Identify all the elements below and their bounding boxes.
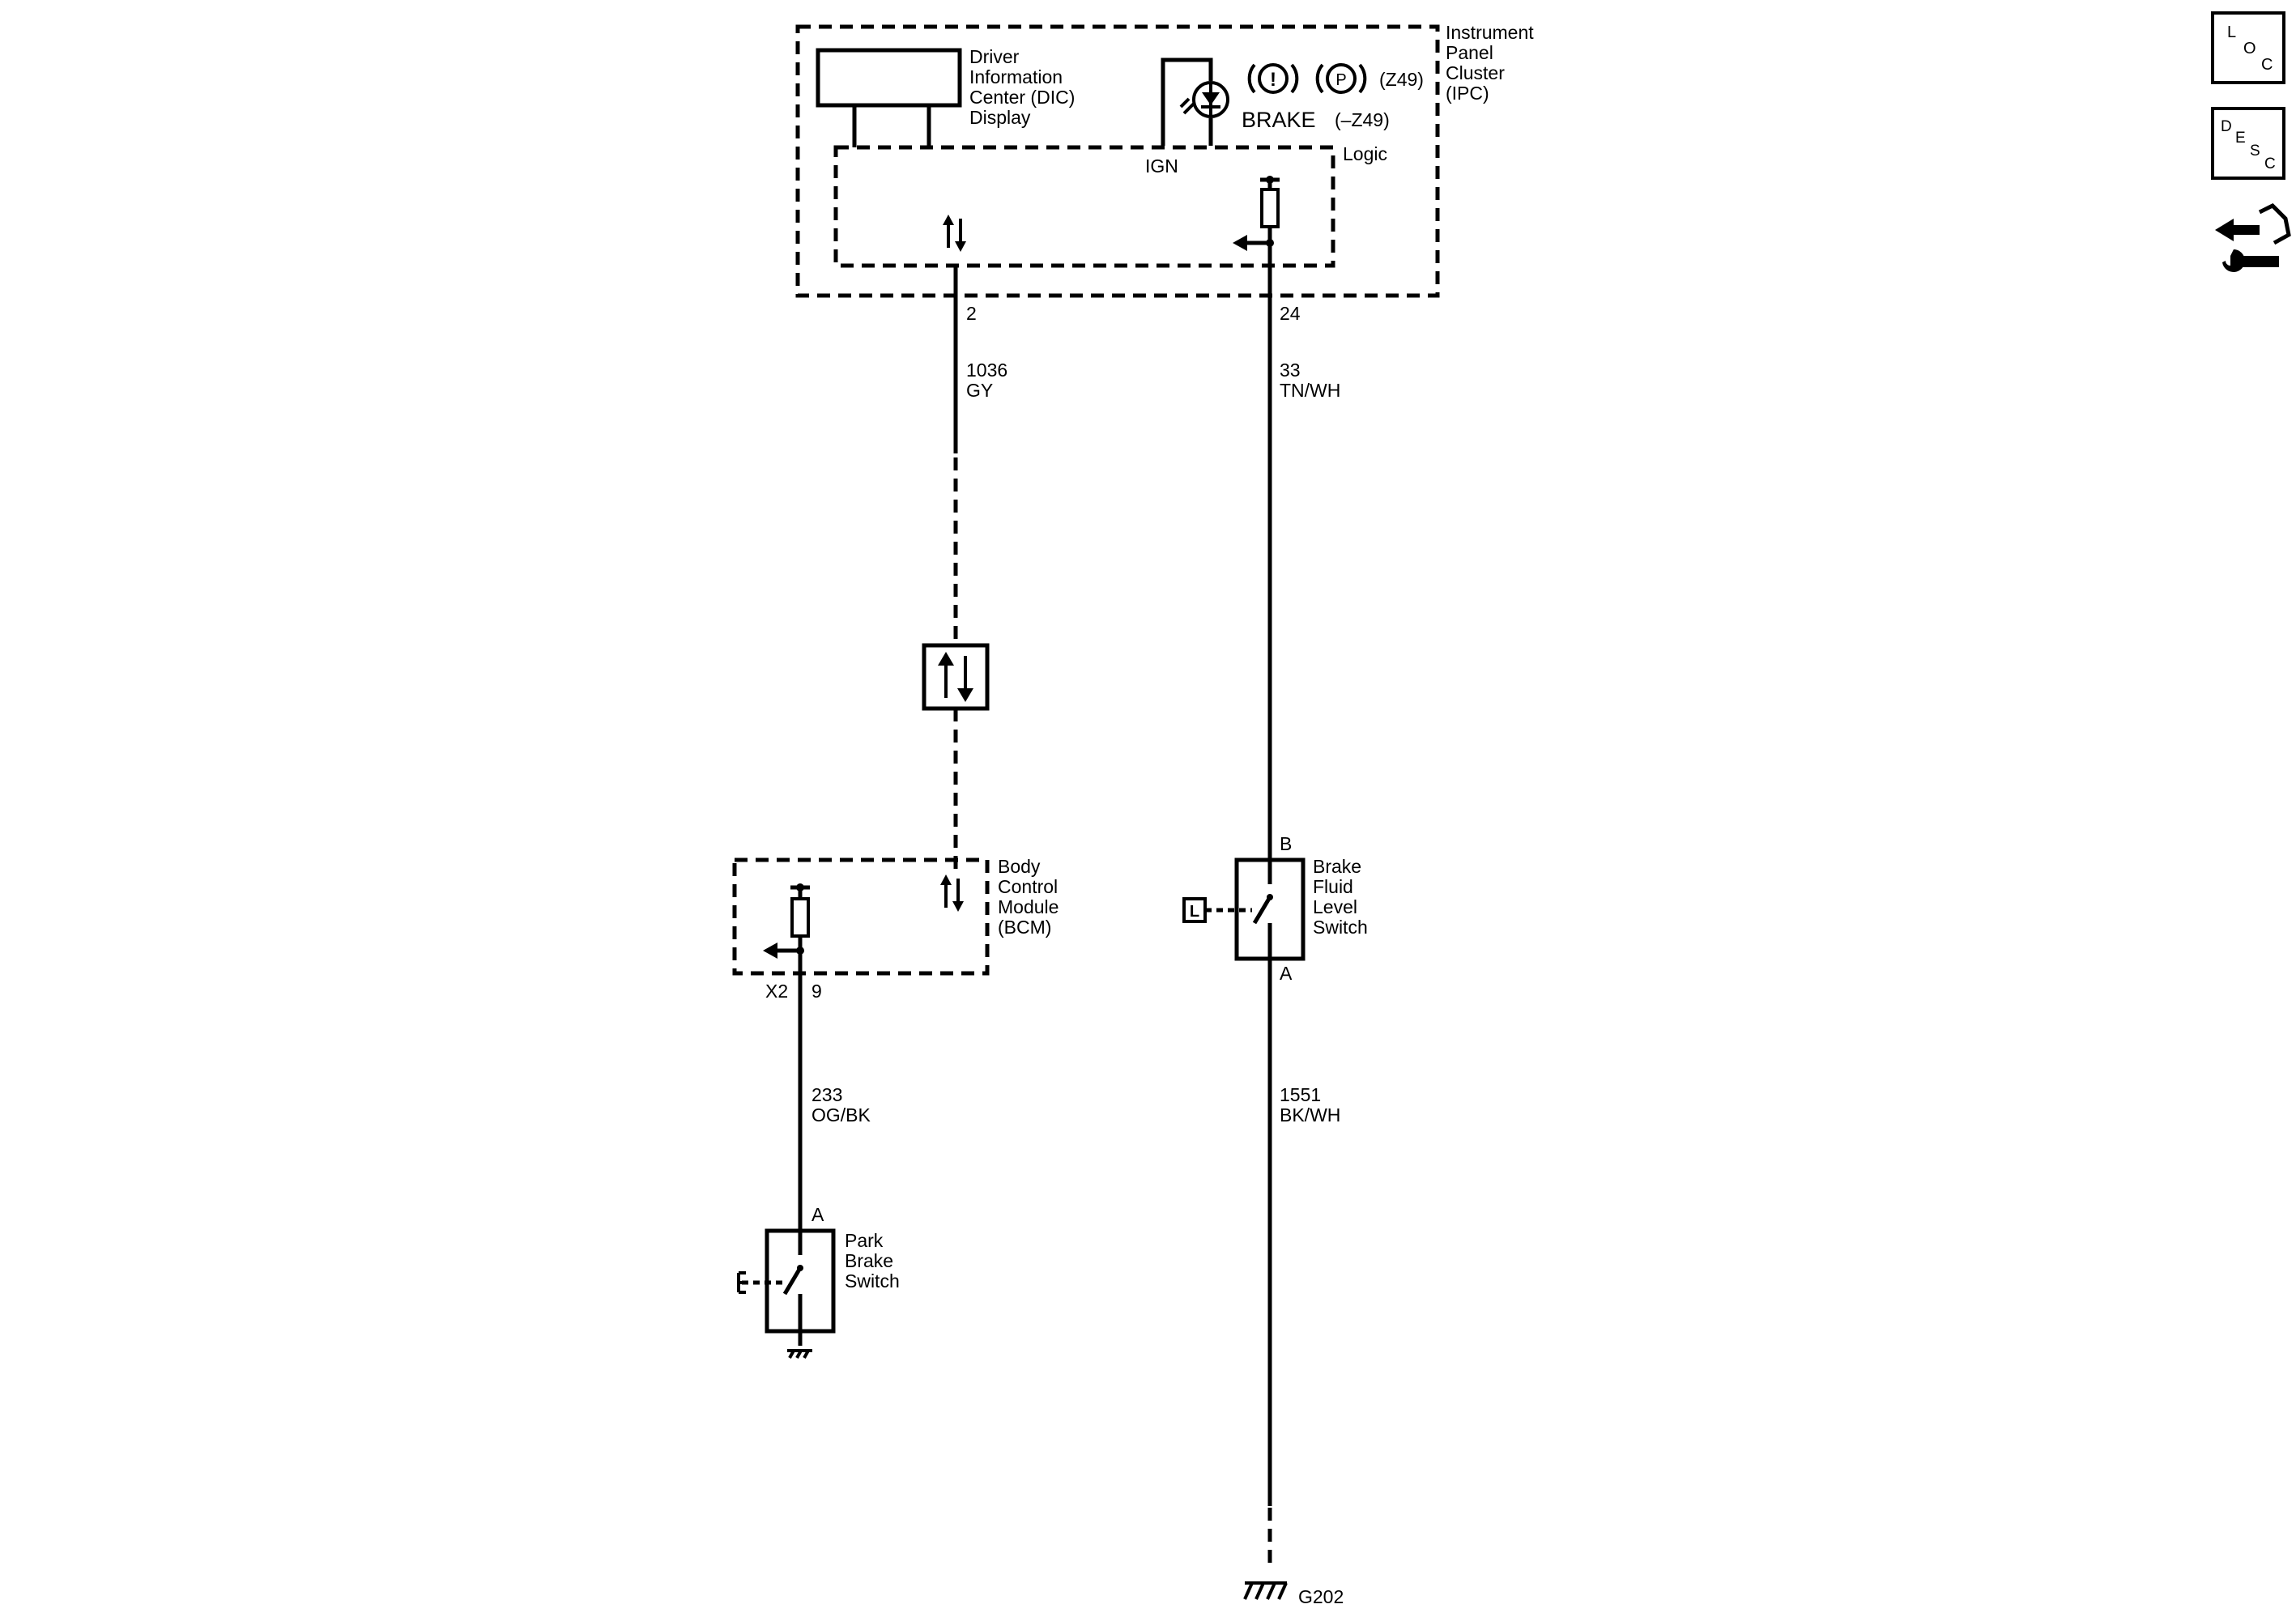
ipc-logic[interactable]: Logic IGN xyxy=(833,143,1387,296)
dic-label-line-3: Center (DIC) xyxy=(969,87,1075,108)
brake-label: BRAKE xyxy=(1242,108,1316,132)
park-switch-pin-a: A xyxy=(811,1204,824,1225)
bcm-connector: X2 xyxy=(765,981,788,1002)
brake-indicator-lamp[interactable]: ! P (Z49) BRAKE (–Z49) xyxy=(1161,57,1424,146)
fluid-switch-label-line-3: Level xyxy=(1313,896,1357,917)
loc-letter-1: L xyxy=(2227,23,2236,41)
ground-label: G202 xyxy=(1298,1586,1344,1607)
dic-label-line-4: Display xyxy=(969,107,1031,128)
z49-label: (Z49) xyxy=(1379,69,1424,90)
ogbk-color: OG/BK xyxy=(811,1104,871,1126)
ipc-module[interactable]: Instrument Panel Cluster (IPC) xyxy=(795,22,1534,298)
park-switch-label-line-1: Park xyxy=(845,1230,884,1251)
park-brake-icon: P xyxy=(1315,63,1367,94)
brake-warning-symbol: ! xyxy=(1270,69,1276,91)
loc-button[interactable]: L O C xyxy=(2211,11,2285,84)
loc-icon: L O C xyxy=(2227,23,2273,74)
fluid-switch-label-line-4: Switch xyxy=(1313,917,1368,938)
not-z49-label: (–Z49) xyxy=(1335,109,1390,130)
desc-letter-1: D xyxy=(2221,118,2232,135)
gy-circuit: 1036 xyxy=(966,360,1007,381)
bcm-module[interactable]: Body Control Module (BCM) X2 9 xyxy=(732,856,1059,1002)
park-switch-case-ground-icon xyxy=(787,1349,812,1359)
fluid-switch-pin-b: B xyxy=(1280,833,1292,854)
desc-icon: D E S C xyxy=(2221,118,2276,172)
park-symbol: P xyxy=(1335,71,1346,89)
fluid-switch-label-line-1: Brake xyxy=(1313,856,1361,877)
park-brake-switch[interactable]: A E Park Brake Switch xyxy=(0,0,900,1359)
desc-letter-2: E xyxy=(2235,130,2246,147)
fluid-switch-tag-icon: L xyxy=(1182,897,1207,923)
tnwh-circuit: 33 xyxy=(1280,360,1301,381)
gy-color: GY xyxy=(966,380,993,401)
bcm-pin: 9 xyxy=(811,981,822,1002)
ground-icon xyxy=(1243,1581,1288,1600)
brake-fluid-level-switch[interactable]: B L A Brake Fluid Level Switch xyxy=(1182,833,1368,984)
wire-1036-gy[interactable]: 2 1036 GY xyxy=(953,267,1007,874)
ground-g202[interactable]: G202 xyxy=(1243,1581,1344,1607)
ipc-label-line-2: Panel xyxy=(1446,42,1493,63)
tnwh-color: TN/WH xyxy=(1280,380,1340,401)
dic-display-box xyxy=(816,48,962,108)
gy-pin: 2 xyxy=(966,303,977,324)
ipc-label-line-4: (IPC) xyxy=(1446,83,1489,104)
bcm-label-line-2: Control xyxy=(998,876,1058,897)
bcm-boundary xyxy=(732,857,990,976)
bcm-label-line-1: Body xyxy=(998,856,1041,877)
wire-233-ogbk[interactable]: 233 OG/BK xyxy=(798,973,871,1231)
dic-display[interactable]: Driver Information Center (DIC) Display xyxy=(816,46,1075,147)
fluid-switch-pin-a: A xyxy=(1280,963,1293,984)
logic-label: Logic xyxy=(1343,143,1387,164)
loc-letter-2: O xyxy=(2243,40,2256,57)
desc-button[interactable]: D E S C xyxy=(2211,107,2285,180)
dic-label-line-1: Driver xyxy=(969,46,1020,67)
loc-letter-3: C xyxy=(2261,56,2273,74)
bkwh-circuit: 1551 xyxy=(1280,1084,1321,1105)
desc-letter-4: C xyxy=(2264,155,2276,172)
bkwh-color: BK/WH xyxy=(1280,1104,1340,1126)
wire-33-tnwh[interactable]: 24 33 TN/WH xyxy=(1267,296,1340,860)
park-switch-label-line-3: Switch xyxy=(845,1270,900,1291)
bcm-serial-data-arrows-icon xyxy=(940,874,964,912)
fluid-switch-tag-letter: L xyxy=(1190,903,1199,921)
ipc-boundary xyxy=(795,24,1440,298)
dic-label-line-2: Information xyxy=(969,66,1063,87)
park-switch-tag-icon: E xyxy=(737,1271,746,1294)
connector-repair-icon xyxy=(2215,202,2291,272)
bcm-pullup-resistor xyxy=(763,883,810,973)
serial-data-inline-icon xyxy=(922,643,990,711)
ipc-pullup-resistor xyxy=(1233,176,1280,296)
brake-warning-icon: ! xyxy=(1247,63,1299,94)
ipc-label-line-1: Instrument xyxy=(1446,22,1534,43)
fluid-switch-label-line-2: Fluid xyxy=(1313,876,1353,897)
logic-boundary xyxy=(833,145,1335,268)
tnwh-pin: 24 xyxy=(1280,303,1301,324)
ogbk-circuit: 233 xyxy=(811,1084,842,1105)
park-switch-label-line-2: Brake xyxy=(845,1250,893,1271)
ipc-serial-data-arrows-icon xyxy=(943,215,966,252)
bcm-label-line-3: Module xyxy=(998,896,1059,917)
wire-1551-bkwh[interactable]: 1551 BK/WH xyxy=(1267,959,1340,1571)
connector-repair-button[interactable] xyxy=(2215,202,2291,272)
bcm-label-line-4: (BCM) xyxy=(998,917,1051,938)
ipc-label-line-3: Cluster xyxy=(1446,62,1505,83)
ign-label: IGN xyxy=(1145,155,1178,177)
desc-letter-3: S xyxy=(2250,143,2260,160)
